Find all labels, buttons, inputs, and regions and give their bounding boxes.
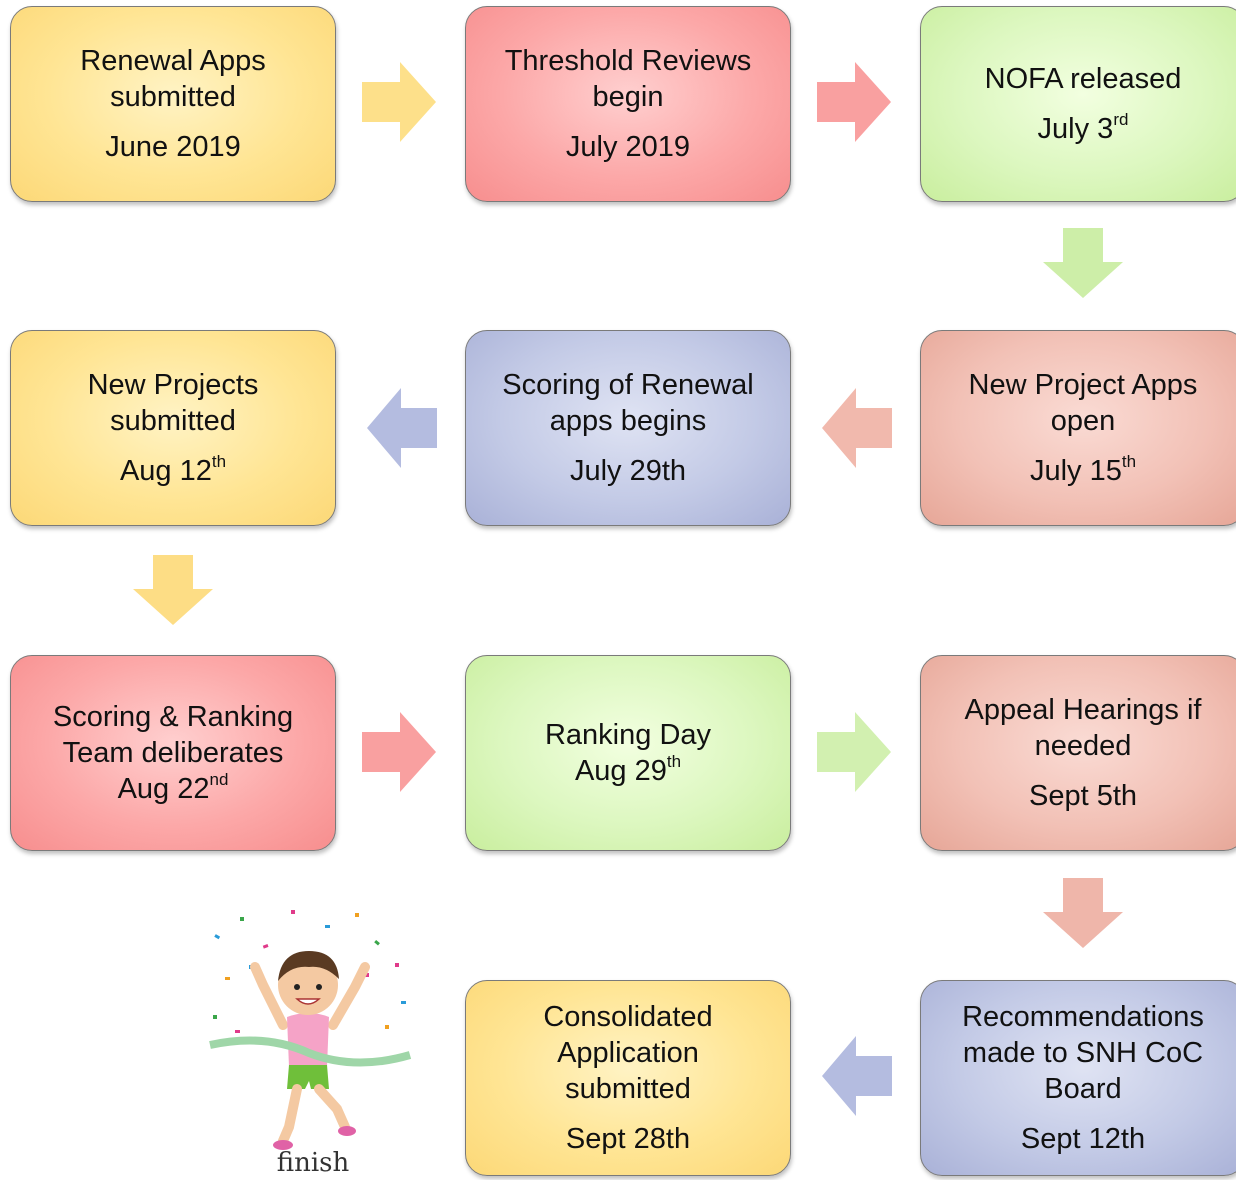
step-date: Aug 22nd xyxy=(117,770,229,805)
step-new-projects-submitted: New Projects submitted Aug 12th xyxy=(10,330,336,526)
step-date: July 2019 xyxy=(565,131,691,163)
step-date: July 15th xyxy=(1029,452,1137,487)
step-nofa-released: NOFA released July 3rd xyxy=(920,6,1236,202)
arrow-right-icon xyxy=(817,62,891,142)
step-title: New Projects submitted xyxy=(87,369,259,437)
step-title: NOFA released xyxy=(984,63,1182,95)
step-date: Sept 12th xyxy=(1020,1123,1146,1155)
step-renewal-apps: Renewal Apps submitted June 2019 xyxy=(10,6,336,202)
finish-text: finish xyxy=(277,1148,350,1175)
step-recommendations: Recommendations made to SNH CoC Board Se… xyxy=(920,980,1236,1176)
step-title: Recommendations made to SNH CoC Board xyxy=(962,1001,1204,1105)
arrow-down-icon xyxy=(1043,228,1123,298)
step-title: Scoring & Ranking Team deliberates xyxy=(52,701,294,769)
step-title: Appeal Hearings if needed xyxy=(964,694,1202,762)
step-title: Scoring of Renewal apps begins xyxy=(502,369,754,437)
arrow-left-icon xyxy=(822,388,892,468)
step-title: Consolidated Application submitted xyxy=(543,1001,713,1105)
step-date: July 29th xyxy=(569,455,687,487)
step-new-project-apps-open: New Project Apps open July 15th xyxy=(920,330,1236,526)
arrow-down-icon xyxy=(133,555,213,625)
step-title: Renewal Apps submitted xyxy=(80,45,266,113)
step-title: New Project Apps open xyxy=(968,369,1198,437)
step-date: Sept 5th xyxy=(1028,780,1138,812)
step-title: Ranking Day xyxy=(544,719,712,751)
step-scoring-renewal: Scoring of Renewal apps begins July 29th xyxy=(465,330,791,526)
finish-illustration: finish xyxy=(205,905,420,1178)
step-date: July 3rd xyxy=(1037,110,1129,145)
step-appeal-hearings: Appeal Hearings if needed Sept 5th xyxy=(920,655,1236,851)
step-date: Aug 29th xyxy=(574,752,682,787)
step-ranking-day: Ranking Day Aug 29th xyxy=(465,655,791,851)
step-date: Sept 28th xyxy=(565,1123,691,1155)
step-consolidated-application: Consolidated Application submitted Sept … xyxy=(465,980,791,1176)
step-date: June 2019 xyxy=(105,131,241,163)
step-date: Aug 12th xyxy=(119,452,227,487)
runner-icon: finish xyxy=(209,910,412,1178)
arrow-down-icon xyxy=(1043,878,1123,948)
arrow-right-icon xyxy=(362,712,436,792)
arrow-left-icon xyxy=(822,1036,892,1116)
step-threshold-reviews: Threshold Reviews begin July 2019 xyxy=(465,6,791,202)
step-title: Threshold Reviews begin xyxy=(504,45,752,113)
arrow-right-icon xyxy=(362,62,436,142)
arrow-right-icon xyxy=(817,712,891,792)
step-scoring-ranking-team: Scoring & Ranking Team deliberates Aug 2… xyxy=(10,655,336,851)
arrow-left-icon xyxy=(367,388,437,468)
